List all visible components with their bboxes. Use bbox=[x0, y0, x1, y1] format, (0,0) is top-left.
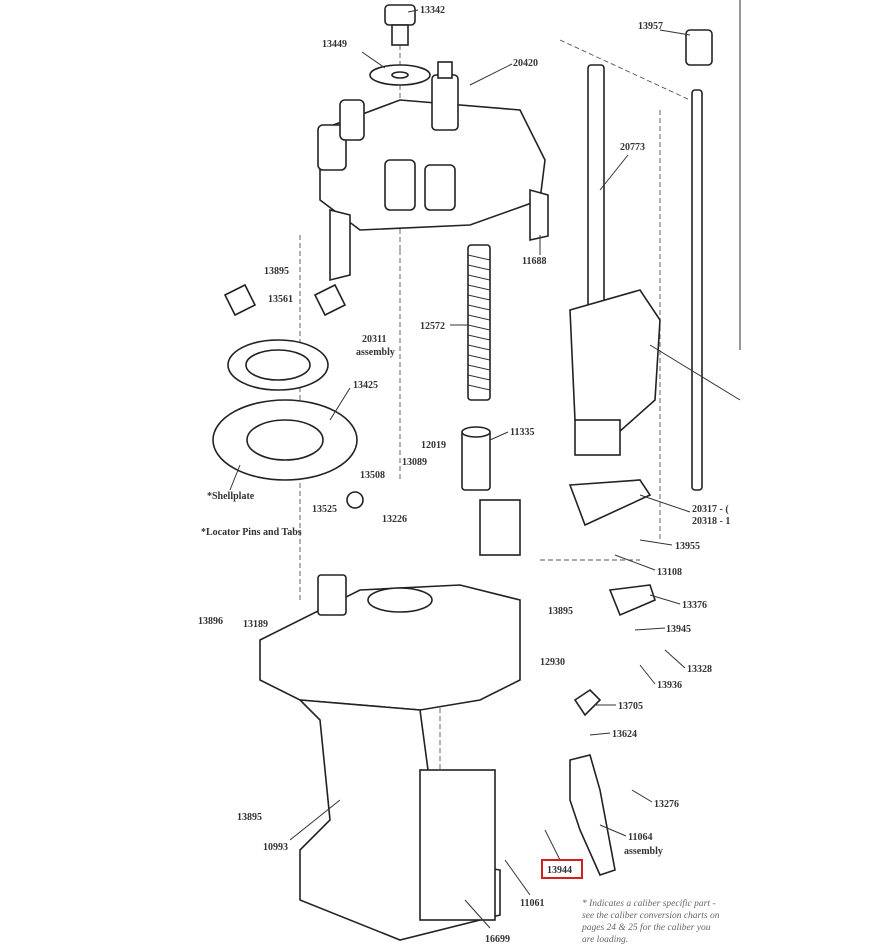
part-label: 20317 - ( bbox=[692, 504, 729, 515]
part-label: 13449 bbox=[322, 39, 347, 50]
press-body bbox=[259, 479, 656, 941]
part-label: 13945 bbox=[666, 624, 691, 635]
part-label: 13108 bbox=[657, 567, 682, 578]
part-label: 11688 bbox=[522, 256, 546, 267]
part-label: 13955 bbox=[675, 541, 700, 552]
part-label: 13508 bbox=[360, 470, 385, 481]
part-label: 13561 bbox=[268, 294, 293, 305]
part-label: 13425 bbox=[353, 380, 378, 391]
part-label: 11335 bbox=[510, 427, 534, 438]
part-label: 12930 bbox=[540, 657, 565, 668]
part-label: 11064 bbox=[628, 832, 652, 843]
part-label: 13276 bbox=[654, 799, 679, 810]
part-label: 20773 bbox=[620, 142, 645, 153]
part-label: 12572 bbox=[420, 321, 445, 332]
tube-11335 bbox=[461, 426, 491, 491]
part-label: assembly bbox=[356, 347, 395, 358]
part-label: 13376 bbox=[682, 600, 707, 611]
part-label: 13624 bbox=[612, 729, 637, 740]
part-label: assembly bbox=[624, 846, 663, 857]
part-label: 13525 bbox=[312, 504, 337, 515]
spring-12572 bbox=[467, 244, 491, 401]
part-label: 20311 bbox=[362, 334, 386, 345]
caliber-note: * Indicates a caliber specific part - se… bbox=[581, 898, 720, 945]
part-label: *Shellplate bbox=[207, 491, 255, 502]
note-line: pages 24 & 25 for the caliber you bbox=[581, 922, 711, 933]
part-label: 12019 bbox=[421, 440, 446, 451]
highlight-box bbox=[541, 859, 583, 879]
leader-lines bbox=[229, 9, 691, 929]
part-label: 13342 bbox=[420, 5, 445, 16]
part-labels: 13342 13449 20420 13957 20773 11688 1389… bbox=[198, 5, 730, 945]
part-label: 13957 bbox=[638, 21, 663, 32]
part-label: 13328 bbox=[687, 664, 712, 675]
die-head-20420 bbox=[317, 4, 549, 282]
part-label: 13226 bbox=[382, 514, 407, 525]
part-label: 11061 bbox=[520, 898, 544, 909]
part-label: 13895 bbox=[548, 606, 573, 617]
note-line: * Indicates a caliber specific part - bbox=[582, 898, 716, 909]
note-line: see the caliber conversion charts on bbox=[582, 911, 720, 921]
rod-20317 bbox=[685, 29, 713, 491]
part-label: 13089 bbox=[402, 457, 427, 468]
part-label: 13895 bbox=[264, 266, 289, 277]
part-label: 20318 - 1 bbox=[692, 516, 730, 527]
note-line: are loading. bbox=[582, 935, 628, 945]
part-label: 13896 bbox=[198, 616, 223, 627]
part-label-highlighted: 13944 bbox=[547, 865, 572, 876]
part-label: 20420 bbox=[513, 58, 538, 69]
part-label: *Locator Pins and Tabs bbox=[201, 527, 302, 538]
part-label: 13705 bbox=[618, 701, 643, 712]
part-label: 13189 bbox=[243, 619, 268, 630]
part-label: 13895 bbox=[237, 812, 262, 823]
part-label: 10993 bbox=[263, 842, 288, 853]
part-label: 16699 bbox=[485, 934, 510, 945]
shellplate-assembly bbox=[212, 283, 358, 481]
part-label: 13936 bbox=[657, 680, 682, 691]
rod-20773 bbox=[569, 64, 661, 456]
